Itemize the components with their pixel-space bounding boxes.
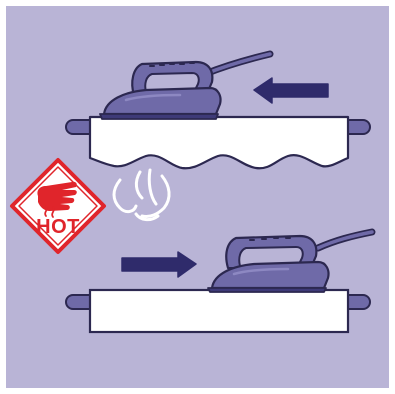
top-scene xyxy=(65,50,371,222)
top-iron-icon xyxy=(99,50,274,120)
top-fabric-board xyxy=(88,115,350,170)
bottom-scene xyxy=(65,228,376,334)
bottom-iron-icon xyxy=(207,228,376,293)
direction-arrow-right-icon xyxy=(121,251,197,278)
hot-warning-sign: HOT xyxy=(10,158,106,254)
hot-label: HOT xyxy=(36,216,80,238)
bottom-fabric-board xyxy=(88,288,350,334)
direction-arrow-left-icon xyxy=(253,77,329,104)
steam-icon xyxy=(112,168,171,222)
hot-hand-warning-icon xyxy=(37,181,77,218)
